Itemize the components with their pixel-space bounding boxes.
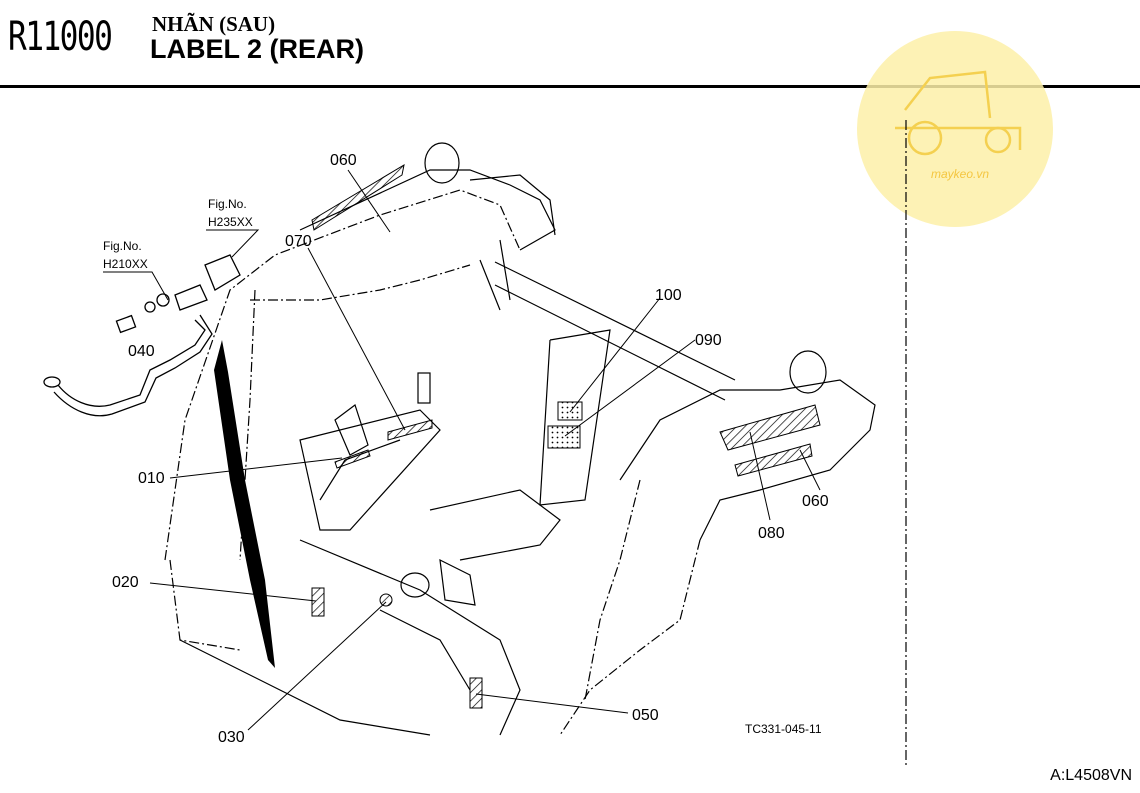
decal-060-top — [311, 163, 405, 231]
direction-arrow — [214, 340, 275, 668]
decal-030 — [379, 593, 393, 607]
callout-080: 080 — [758, 525, 785, 542]
decal-010 — [334, 449, 371, 469]
footer-code: A:L4508VN — [1050, 767, 1132, 784]
callout-090: 090 — [695, 332, 722, 349]
watermark-text: maykeo.vn — [931, 167, 989, 181]
callout-070: 070 — [285, 233, 312, 250]
callout-040: 040 — [128, 343, 155, 360]
title-vietnamese: NHÃN (SAU) — [152, 12, 276, 36]
callout-060-right: 060 — [802, 493, 829, 510]
decal-shapes — [311, 163, 821, 709]
cab-frame-drawing — [164, 142, 876, 736]
hydraulic-pipe-drawing — [43, 254, 241, 417]
callout-010: 010 — [138, 470, 165, 487]
part-section-code: R11000 — [8, 14, 113, 60]
fig-ref-h235-code: H235XX — [208, 215, 253, 229]
callout-060-top: 060 — [330, 152, 357, 169]
leader-lines — [103, 169, 821, 731]
decal-070 — [387, 419, 433, 441]
decal-100 — [557, 401, 583, 421]
callout-030: 030 — [218, 729, 245, 746]
fig-ref-h210-code: H210XX — [103, 257, 148, 271]
drawing-id: TC331-045-11 — [745, 722, 822, 736]
header-rule — [0, 85, 1140, 88]
decal-090 — [547, 425, 581, 449]
callout-100: 100 — [655, 287, 682, 304]
decal-060-right — [734, 443, 813, 477]
fig-ref-h210-label: Fig.No. — [103, 239, 142, 253]
decal-050 — [469, 677, 483, 709]
fig-ref-h235-label: Fig.No. — [208, 197, 247, 211]
callout-020: 020 — [112, 574, 139, 591]
title-english: LABEL 2 (REAR) — [150, 34, 365, 64]
callout-050: 050 — [632, 707, 659, 724]
decal-020 — [311, 587, 325, 617]
decal-080 — [719, 404, 821, 451]
watermark-logo: maykeo.vn — [857, 31, 1053, 227]
